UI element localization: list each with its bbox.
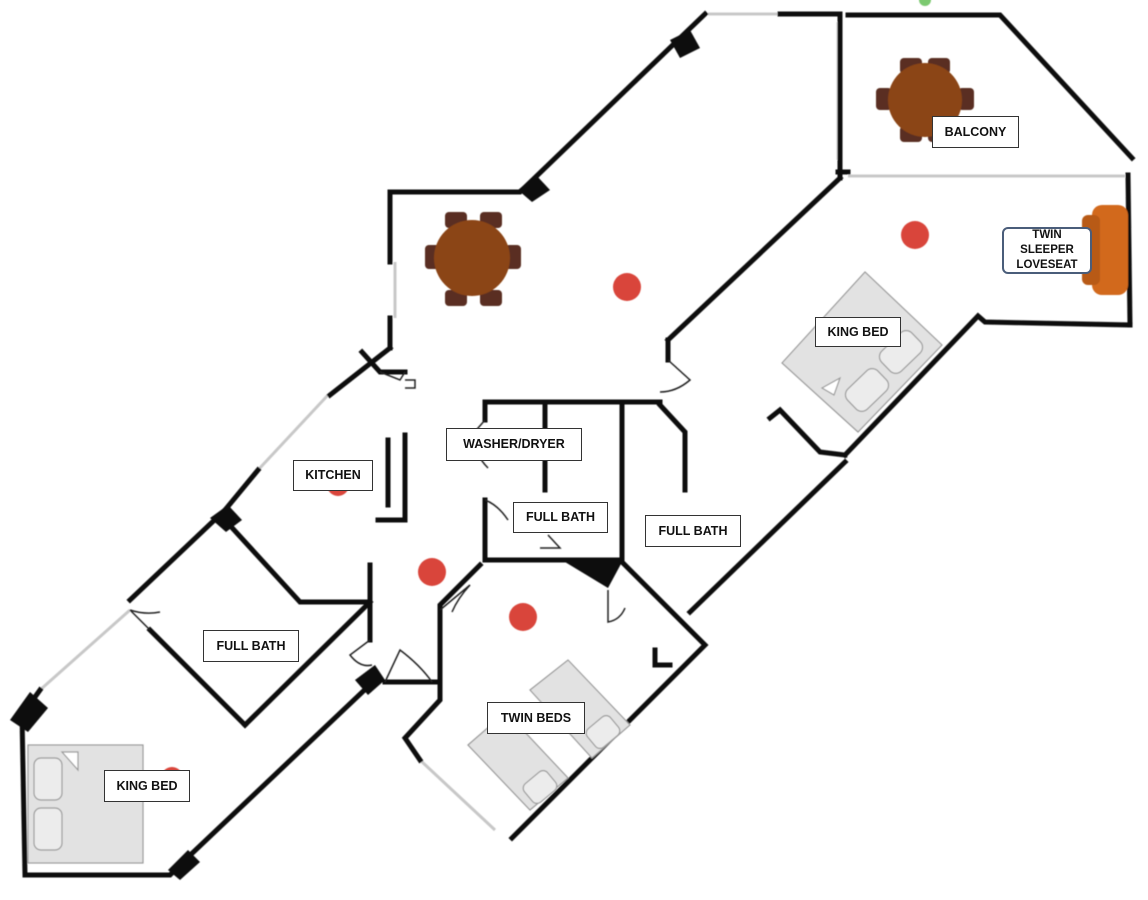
label-full-bath-left: FULL BATH	[203, 630, 299, 662]
label-balcony: BALCONY	[932, 116, 1019, 148]
walls	[19, 10, 1136, 878]
label-king-bed-right: KING BED	[815, 317, 901, 347]
king-bed-right-icon	[781, 271, 943, 433]
label-washer-dryer: WASHER/DRYER	[446, 428, 582, 461]
label-twin-beds: TWIN BEDS	[487, 702, 585, 734]
label-twin-sleeper-loveseat: TWIN SLEEPER LOVESEAT	[1002, 227, 1092, 274]
wall-columns	[10, 30, 700, 880]
king-bed-left-icon	[27, 744, 144, 864]
label-twin-sleeper-line1: TWIN SLEEPER	[1020, 229, 1074, 256]
label-full-bath-center: FULL BATH	[513, 502, 608, 533]
plant-icon	[919, 0, 931, 6]
label-twin-sleeper-line2: LOVESEAT	[1016, 259, 1078, 271]
label-kitchen: KITCHEN	[293, 460, 373, 491]
label-king-bed-left: KING BED	[104, 770, 190, 802]
dining-table-living	[425, 212, 521, 306]
label-full-bath-right: FULL BATH	[645, 515, 741, 547]
twin-beds-icon	[467, 659, 631, 811]
